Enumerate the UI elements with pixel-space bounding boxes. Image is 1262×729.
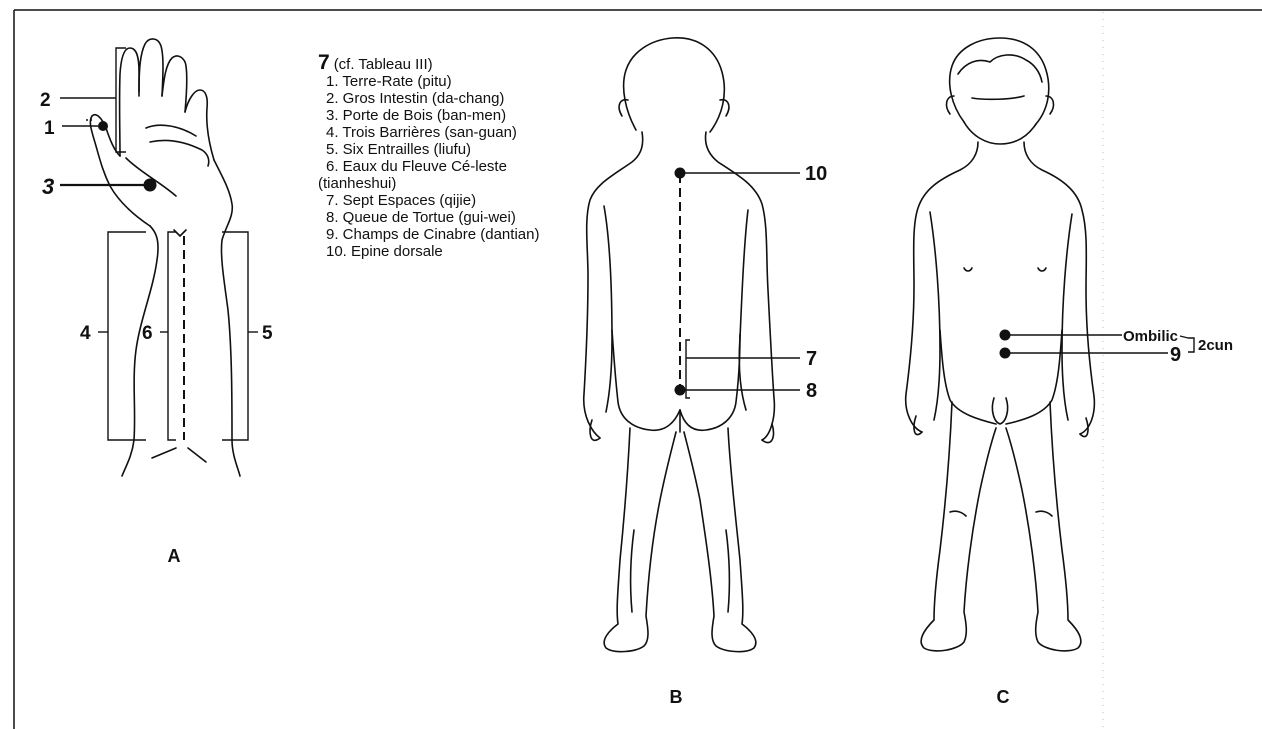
figure-a-hand xyxy=(90,39,240,476)
legend-item-9: 9. Champs de Cinabre (dantian) xyxy=(318,226,554,243)
point-9-dot xyxy=(1000,348,1011,359)
label-10: 10 xyxy=(805,163,827,185)
figure-c-caption: C xyxy=(997,687,1010,707)
label-3: 3 xyxy=(42,174,54,199)
figure-a-caption: A xyxy=(168,546,181,566)
legend-item-2: 2. Gros Intestin (da-chang) xyxy=(318,90,554,107)
legend-item-1: 1. Terre-Rate (pitu) xyxy=(318,73,554,90)
figure-c-child-front xyxy=(906,38,1095,651)
figure-b-caption: B xyxy=(670,687,683,707)
figure-c-points xyxy=(1000,330,1011,359)
legend-item-6: 6. Eaux du Fleuve Cé-leste (tianheshui) xyxy=(318,158,554,192)
legend-item-3: 3. Porte de Bois (ban-men) xyxy=(318,107,554,124)
legend-item-8: 8. Queue de Tortue (gui-wei) xyxy=(318,209,554,226)
legend: 7(cf. Tableau III) 1. Terre-Rate (pitu) … xyxy=(318,54,554,260)
label-7: 7 xyxy=(806,348,817,370)
legend-heading: 7(cf. Tableau III) xyxy=(318,54,554,73)
label-2cun: 2cun xyxy=(1198,337,1233,354)
label-5: 5 xyxy=(262,323,273,344)
legend-number: 7 xyxy=(318,51,330,74)
point-8-dot xyxy=(675,385,686,396)
label-1: 1 xyxy=(44,118,55,139)
point-1-dot xyxy=(98,121,108,131)
label-4: 4 xyxy=(80,323,91,344)
legend-item-5: 5. Six Entrailles (liufu) xyxy=(318,141,554,158)
point-10-dot xyxy=(675,168,686,179)
legend-item-4: 4. Trois Barrières (san-guan) xyxy=(318,124,554,141)
label-8: 8 xyxy=(806,380,817,402)
figure-a-markers xyxy=(60,48,258,440)
legend-item-10: 10. Epine dorsale xyxy=(318,243,554,260)
legend-item-7: 7. Sept Espaces (qijie) xyxy=(318,192,554,209)
label-2: 2 xyxy=(40,90,51,111)
ombilic-tick xyxy=(1180,336,1188,338)
label-6: 6 xyxy=(142,323,153,344)
point-3-dot xyxy=(144,179,157,192)
ombilic-dot xyxy=(1000,330,1011,341)
legend-reference: (cf. Tableau III) xyxy=(334,56,433,73)
label-ombilic: Ombilic xyxy=(1123,328,1178,345)
label-9: 9 xyxy=(1170,344,1181,366)
